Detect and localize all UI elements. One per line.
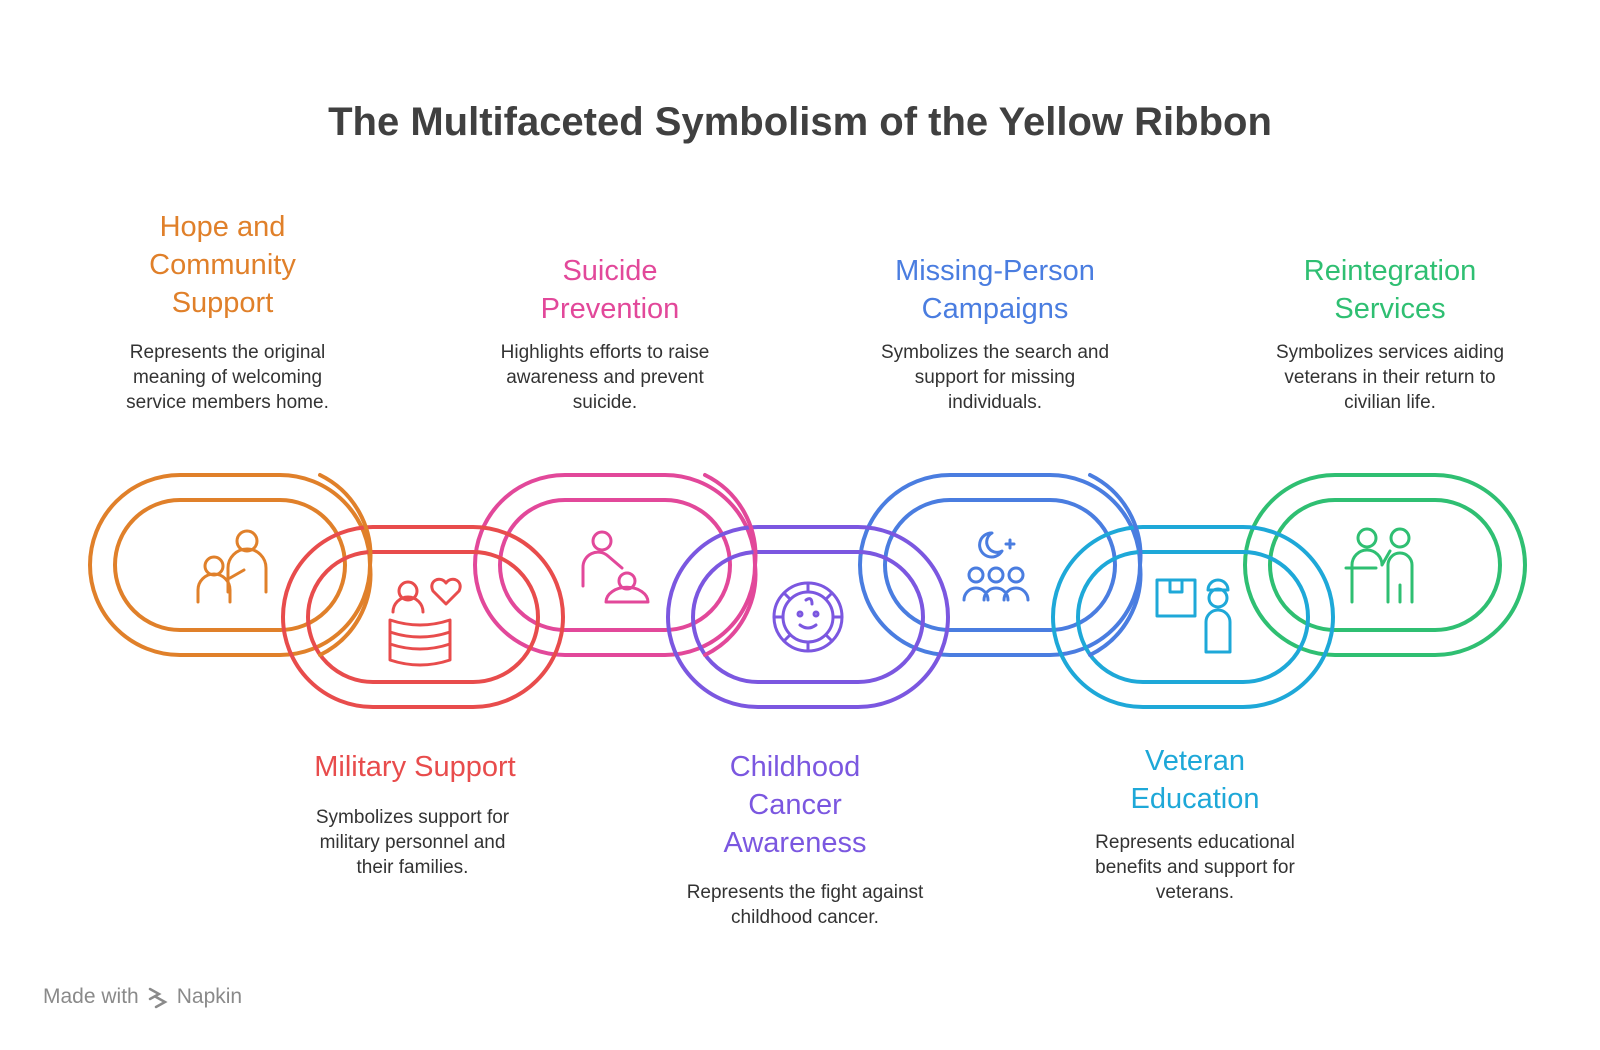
chain-overlap-suicide xyxy=(703,473,758,657)
footer-credit: Made with Napkin xyxy=(43,985,242,1009)
label-veteran-education: Veteran Education xyxy=(1130,745,1260,815)
label-childhood-cancer-awareness: Childhood Cancer Awareness xyxy=(723,751,867,859)
chain-link-hope xyxy=(88,473,372,657)
chain-link-veteran-education xyxy=(1051,525,1335,709)
chain-link-military-support xyxy=(281,525,565,709)
label-military-support: Military Support xyxy=(314,751,516,783)
chain-overlap-hope xyxy=(318,473,373,657)
label-suicide-prevention: Suicide Prevention xyxy=(540,255,680,325)
label-hope-community-support: Hope and Community Support xyxy=(149,211,296,319)
chain-link-suicide-prevention xyxy=(473,473,757,657)
desc-reintegration-services: Symbolizes services aiding veterans in t… xyxy=(1275,342,1505,413)
child-face-icon xyxy=(772,581,844,653)
napkin-logo-icon xyxy=(148,987,168,1009)
desc-childhood-cancer-awareness: Represents the fight against childhood c… xyxy=(686,882,924,928)
chain-link-missing-person xyxy=(858,473,1142,657)
desc-veteran-education: Represents educational benefits and supp… xyxy=(1095,832,1295,903)
family-embrace-icon xyxy=(196,529,268,604)
label-missing-person-campaigns: Missing-Person Campaigns xyxy=(895,255,1095,325)
desc-suicide-prevention: Highlights efforts to raise awareness an… xyxy=(500,342,710,413)
caring-person-icon xyxy=(581,530,650,604)
group-night-icon xyxy=(962,531,1030,602)
chain-link-childhood-cancer xyxy=(666,525,950,709)
desc-military-support: Symbolizes support for military personne… xyxy=(315,807,510,878)
chain-overlap-missing xyxy=(1088,473,1143,657)
made-with-text: Made with xyxy=(43,985,139,1008)
chain-link-reintegration xyxy=(1243,473,1527,657)
label-reintegration-services: Reintegration Services xyxy=(1303,255,1477,325)
flag-heart-icon xyxy=(388,577,462,667)
counselor-icon xyxy=(1344,527,1414,604)
desc-hope-community-support: Represents the original meaning of welco… xyxy=(126,342,329,413)
page-title: The Multifaceted Symbolism of the Yellow… xyxy=(328,100,1272,144)
delivery-person-icon xyxy=(1155,578,1232,654)
napkin-brand-text: Napkin xyxy=(176,985,243,1008)
desc-missing-person-campaigns: Symbolizes the search and support for mi… xyxy=(880,342,1110,413)
